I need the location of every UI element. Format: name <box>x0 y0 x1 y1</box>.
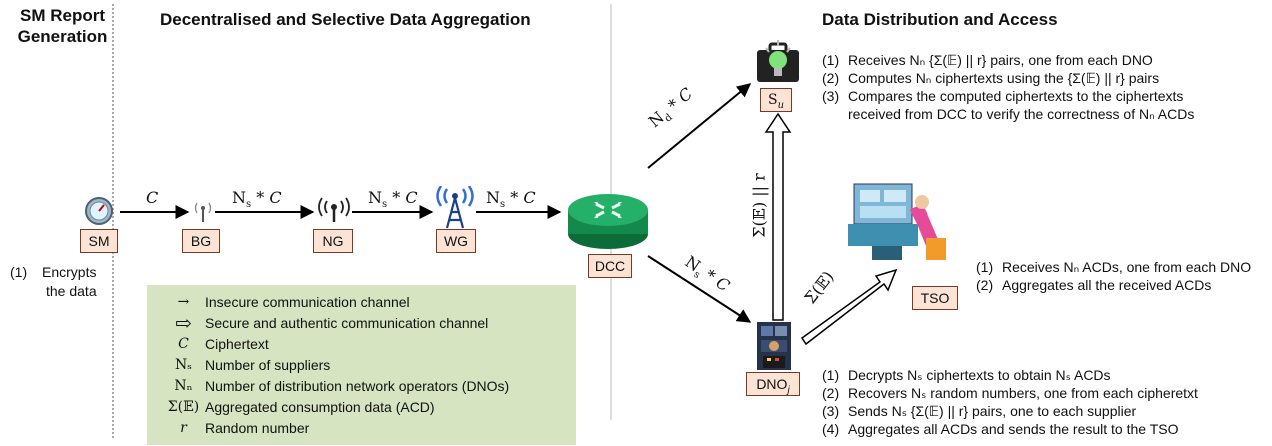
supplier-step: (2)Computes Nₙ ciphertexts using the {Σ(… <box>822 70 1160 86</box>
dno-step: (3)Sends Nₛ {Σ(𝔼) || r} pairs, one to ea… <box>822 403 1137 419</box>
supplier-step: (1)Receives Nₙ {Σ(𝔼) || r} pairs, one fr… <box>822 52 1153 68</box>
legend-text: Secure and authentic communication chann… <box>205 315 489 331</box>
legend-symbol: ⇨ <box>175 311 192 335</box>
tso-operator-icon <box>848 183 946 260</box>
edge-dno-tso <box>800 268 898 346</box>
legend-item: C Ciphertext <box>147 335 576 353</box>
sm-step-number: (1) <box>10 264 28 280</box>
node-tso: TSO <box>912 286 958 310</box>
legend-symbol: C <box>178 336 189 352</box>
tso-step: (2)Aggregates all the received ACDs <box>976 277 1212 293</box>
node-su: Su <box>760 88 792 112</box>
legend-item: → Insecure communication channel <box>147 293 576 311</box>
dno-steps: (1)Decrypts Nₛ ciphertexts to obtain Nₛ … <box>822 366 1198 438</box>
node-ng: NG <box>313 229 353 253</box>
supplier-icon <box>757 40 799 82</box>
legend-item: Σ(𝔼) Aggregated consumption data (ACD) <box>147 398 576 416</box>
dno-step: (4)Aggregates all ACDs and sends the res… <box>822 421 1179 437</box>
legend-item: r Random number <box>147 419 576 437</box>
legend-symbol: r <box>180 420 187 436</box>
heading-sm-report: SM Report Generation <box>17 6 108 46</box>
edge-dno-su <box>764 112 792 321</box>
label-bg-ng: Ns * C <box>232 188 282 211</box>
tso-step: (1)Receives Nₙ ACDs, one from each DNO <box>976 259 1252 275</box>
heading-distribution: Data Distribution and Access <box>822 10 1058 29</box>
supplier-step: (3)Compares the computed ciphertexts to … <box>822 88 1184 104</box>
legend-text: Number of suppliers <box>205 357 331 373</box>
label-wg-dcc: Ns * C <box>486 188 536 211</box>
legend-text: Insecure communication channel <box>205 294 410 310</box>
node-bg: BG <box>182 229 220 253</box>
legend-symbol: Nₛ <box>175 357 192 373</box>
legend-symbol: Nₙ <box>174 378 193 394</box>
dno-step: (1)Decrypts Nₛ ciphertexts to obtain Nₛ … <box>822 367 1111 383</box>
ng-antenna-icon <box>318 197 350 222</box>
edge-dcc-dno <box>647 255 752 323</box>
bg-antenna-icon <box>194 202 212 222</box>
node-dcc: DCC <box>588 254 632 278</box>
legend-item: Nₙ Number of distribution network operato… <box>147 377 576 395</box>
supplier-steps: (1)Receives Nₙ {Σ(𝔼) || r} pairs, one fr… <box>822 51 1194 123</box>
dno-operator-icon <box>757 322 791 370</box>
label-sm-bg: C <box>146 188 159 207</box>
legend-symbol: Σ(𝔼) <box>167 399 200 415</box>
legend-text: Aggregated consumption data (ACD) <box>205 399 435 415</box>
dno-step: (2)Recovers Nₛ random numbers, one from … <box>822 385 1198 401</box>
tso-steps: (1)Receives Nₙ ACDs, one from each DNO (… <box>976 258 1251 294</box>
legend-text: Random number <box>205 420 310 436</box>
node-sm: SM <box>80 229 118 253</box>
legend-item: ⇨ Secure and authentic communication chan… <box>147 311 576 335</box>
dcc-router-icon <box>568 194 648 249</box>
legend: → Insecure communication channel ⇨ Secure … <box>147 285 576 445</box>
node-wg: WG <box>436 229 476 253</box>
smart-meter-icon <box>85 197 113 225</box>
legend-item: Nₛ Number of suppliers <box>147 356 576 374</box>
sm-step-line-2: the data <box>46 283 97 299</box>
label-ng-wg: Ns * C <box>368 188 418 211</box>
label-dno-su: Σ(𝔼) || r <box>749 173 769 238</box>
sm-step-line-1: Encrypts <box>42 264 97 280</box>
edge-dcc-su <box>647 83 752 169</box>
legend-symbol: → <box>177 294 190 310</box>
supplier-step: received from DCC to verify the correctn… <box>848 106 1195 122</box>
wg-tower-icon <box>436 186 474 229</box>
legend-text: Ciphertext <box>205 336 269 352</box>
legend-text: Number of distribution network operators… <box>205 378 510 394</box>
node-dno: DNOj <box>746 372 800 396</box>
heading-aggregation: Decentralised and Selective Data Aggrega… <box>160 10 531 29</box>
